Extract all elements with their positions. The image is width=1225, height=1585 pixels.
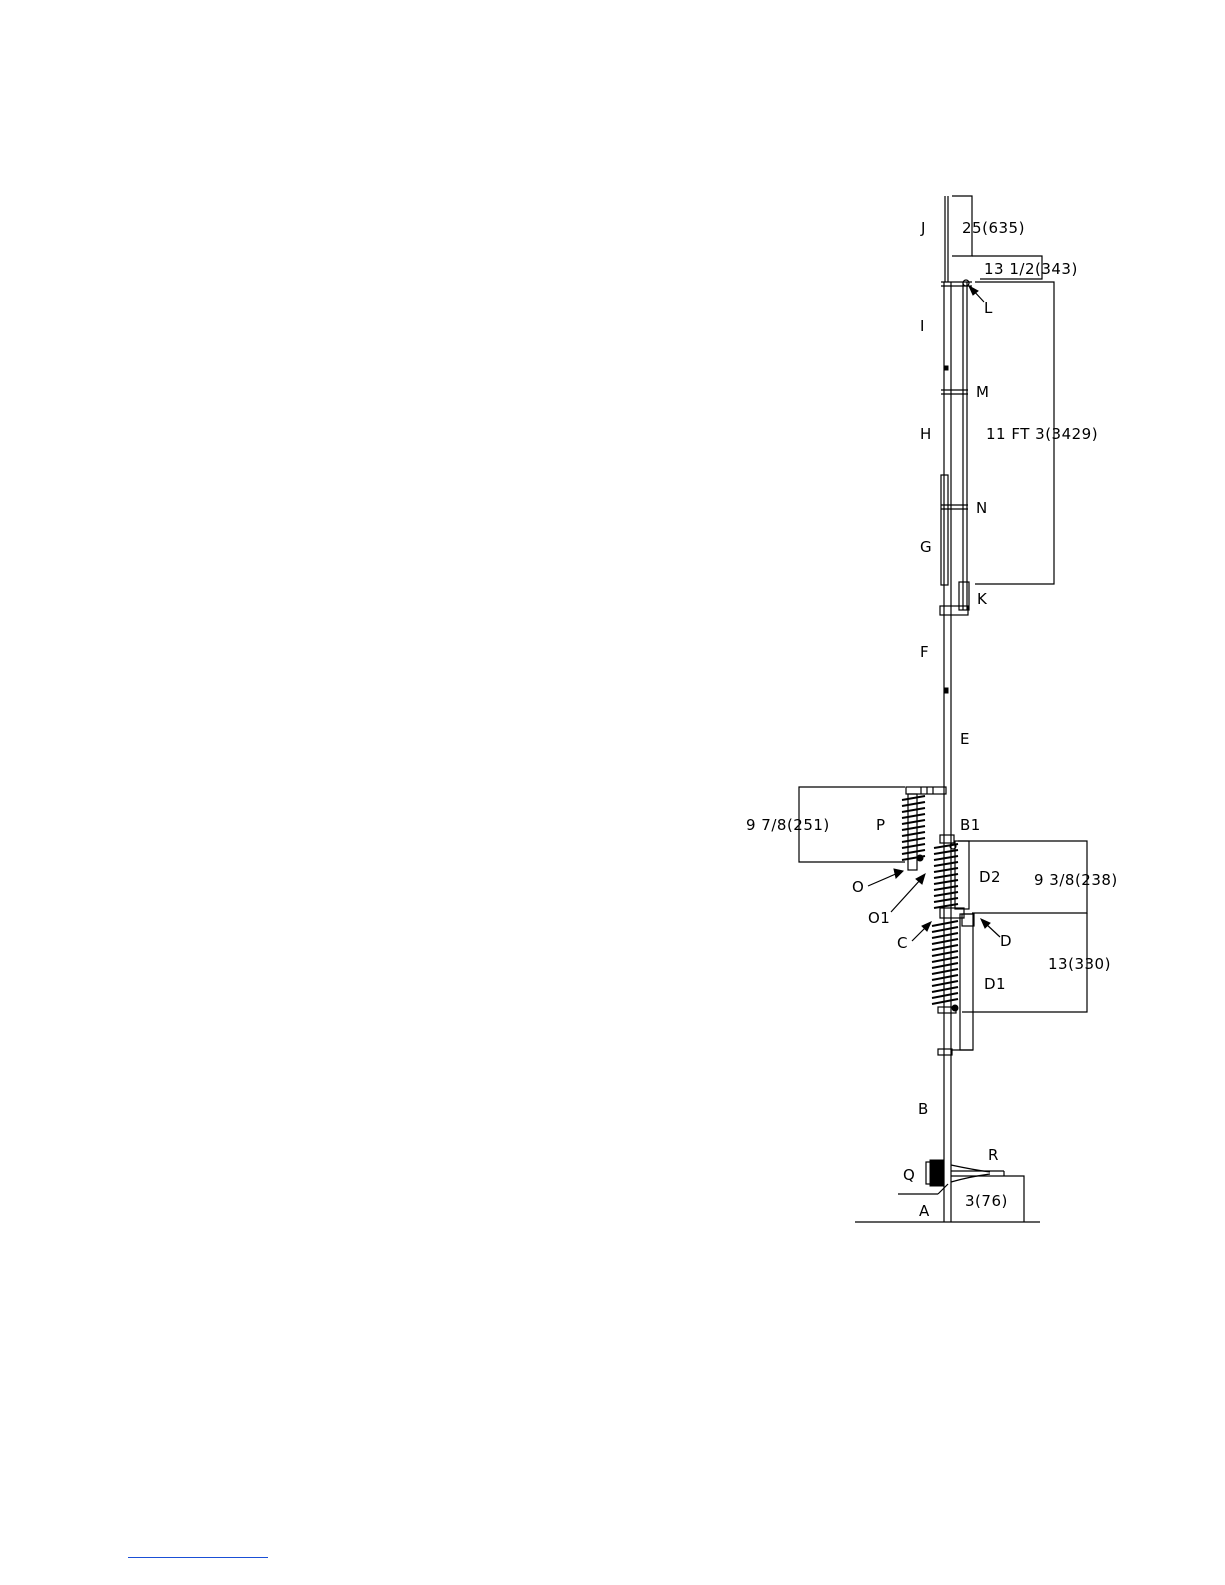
label-h: H <box>920 425 932 443</box>
label-a: A <box>919 1202 930 1220</box>
label-o: O <box>852 878 864 896</box>
coil-p <box>902 787 946 870</box>
label-o1: O1 <box>868 909 890 927</box>
label-k: K <box>977 590 988 608</box>
dim-upper-section: 11 FT 3(3429) <box>986 425 1098 443</box>
label-n: N <box>976 499 988 517</box>
part-labels: J L I M H N G K F E P B1 D2 O O1 C D D1 … <box>852 219 1012 1220</box>
dim-base-height: 3(76) <box>965 1192 1008 1210</box>
label-e: E <box>960 730 970 748</box>
footer-rule <box>128 1557 268 1558</box>
label-f: F <box>920 643 929 661</box>
label-j: J <box>920 219 926 237</box>
dim-coil-d2: 9 3/8(238) <box>1034 871 1118 889</box>
label-g: G <box>920 538 932 556</box>
dim-top-whip: 25(635) <box>962 219 1025 237</box>
label-p: P <box>876 816 886 834</box>
dim-coil-p: 9 7/8(251) <box>746 816 830 834</box>
dimension-labels: 25(635) 13 1/2(343) 11 FT 3(3429) 9 7/8(… <box>746 219 1118 1210</box>
label-l: L <box>984 299 993 317</box>
label-m: M <box>976 383 989 401</box>
label-d1: D1 <box>984 975 1006 993</box>
label-r: R <box>988 1146 999 1164</box>
label-d: D <box>1000 932 1012 950</box>
dim-coil-d1: 13(330) <box>1048 955 1111 973</box>
dimension-lines <box>799 196 1087 1222</box>
dim-top-offset: 13 1/2(343) <box>984 260 1078 278</box>
label-b: B <box>918 1100 929 1118</box>
label-d2: D2 <box>979 868 1001 886</box>
label-b1: B1 <box>960 816 981 834</box>
coil-stack <box>932 835 974 1055</box>
label-c: C <box>897 934 908 952</box>
label-i: I <box>920 317 925 335</box>
parallel-radiator <box>959 280 969 610</box>
base-mount <box>855 1160 1040 1222</box>
label-q: Q <box>903 1166 915 1184</box>
